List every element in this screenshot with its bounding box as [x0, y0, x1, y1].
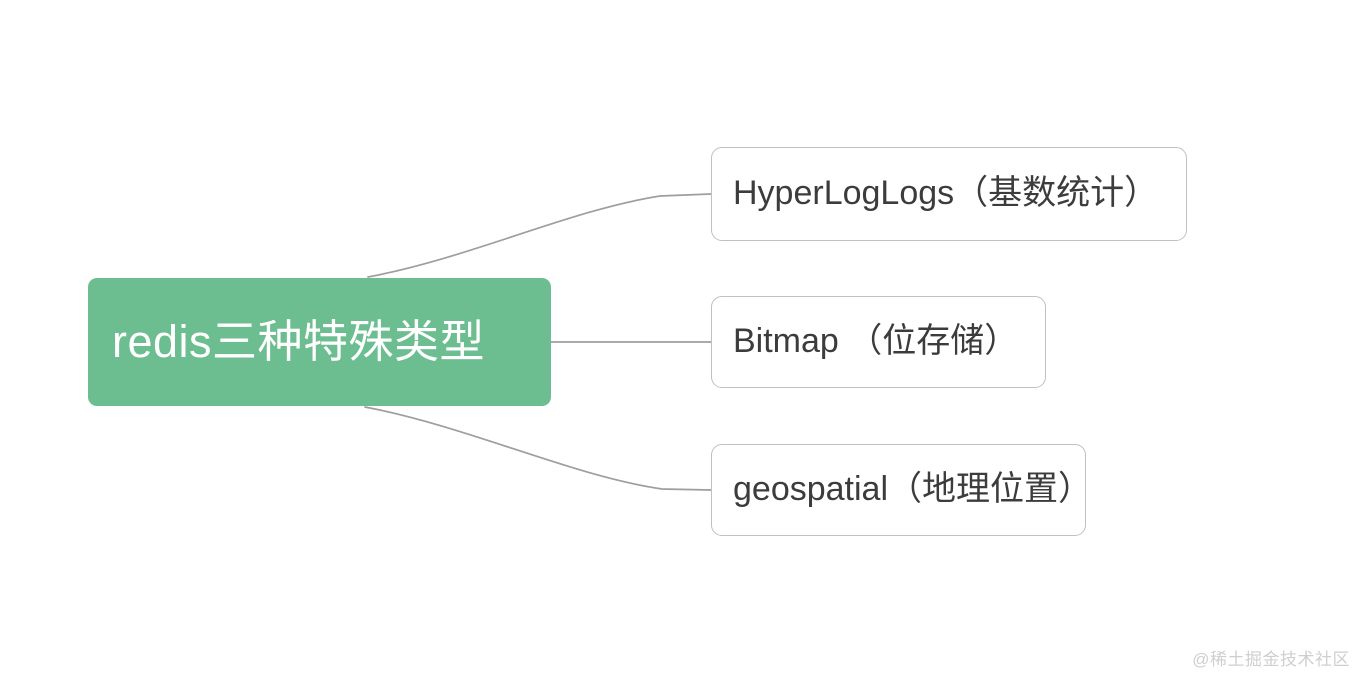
root-node-label: redis三种特殊类型	[112, 316, 486, 368]
node-hyperloglogs-label: HyperLogLogs（基数统计）	[733, 174, 1159, 213]
root-node-redis-special-types[interactable]: redis三种特殊类型	[88, 278, 551, 406]
node-bitmap-label: Bitmap （位存储）	[733, 322, 1019, 361]
node-hyperloglogs[interactable]: HyperLogLogs（基数统计）	[711, 147, 1187, 241]
node-geospatial[interactable]: geospatial（地理位置）	[711, 444, 1092, 536]
watermark-text: @稀土掘金技术社区	[1192, 650, 1350, 669]
node-geospatial-label: geospatial（地理位置）	[733, 470, 1093, 509]
connector-root-to-geospatial	[364, 406, 712, 491]
connector-root-to-hyperloglogs	[367, 193, 712, 278]
node-bitmap[interactable]: Bitmap （位存储）	[711, 296, 1046, 388]
